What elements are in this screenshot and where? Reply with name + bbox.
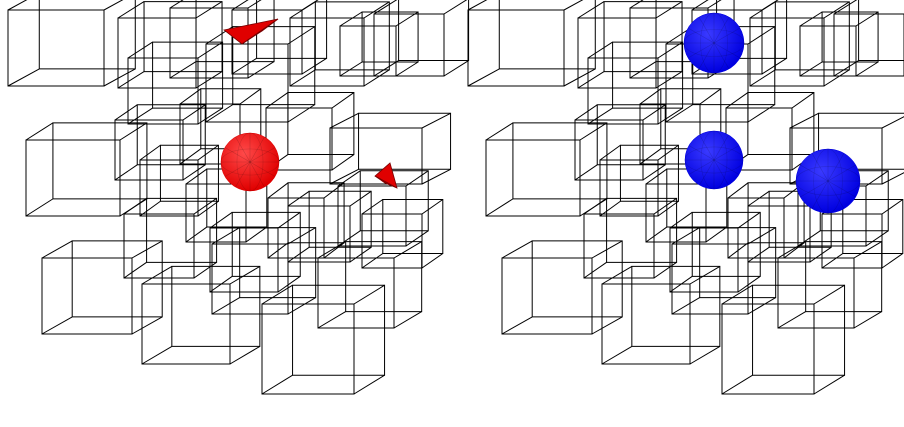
- left-panel: [8, 0, 469, 394]
- blue-sphere: [684, 13, 744, 73]
- wireframe-cube: [262, 285, 385, 394]
- wireframe-cube: [602, 266, 720, 364]
- wireframe-cube: [340, 12, 418, 76]
- wireframe-cube-grid: [8, 0, 469, 394]
- wireframe-cube: [588, 42, 683, 124]
- wireframe-cube: [374, 0, 469, 76]
- blue-sphere: [796, 149, 860, 213]
- wireframe-cube: [268, 183, 344, 258]
- wireframe-cube: [8, 0, 135, 86]
- wireframe-cube: [128, 42, 223, 124]
- wireframe-cube: [502, 241, 622, 334]
- wireframe-cube: [26, 123, 147, 216]
- wireframe-cube: [42, 241, 162, 334]
- wireframe-cube: [210, 212, 300, 292]
- wireframe-cube: [670, 212, 760, 292]
- wireframe-cube: [486, 123, 607, 216]
- blue-sphere: [685, 131, 743, 189]
- wireframe-cube: [800, 12, 878, 76]
- wireframe-cube: [728, 183, 804, 258]
- red-sphere: [221, 133, 279, 191]
- wireframe-cube: [722, 285, 845, 394]
- wireframe-cube: [834, 0, 904, 76]
- wireframe-cube: [142, 266, 260, 364]
- wireframe-cube: [468, 0, 595, 86]
